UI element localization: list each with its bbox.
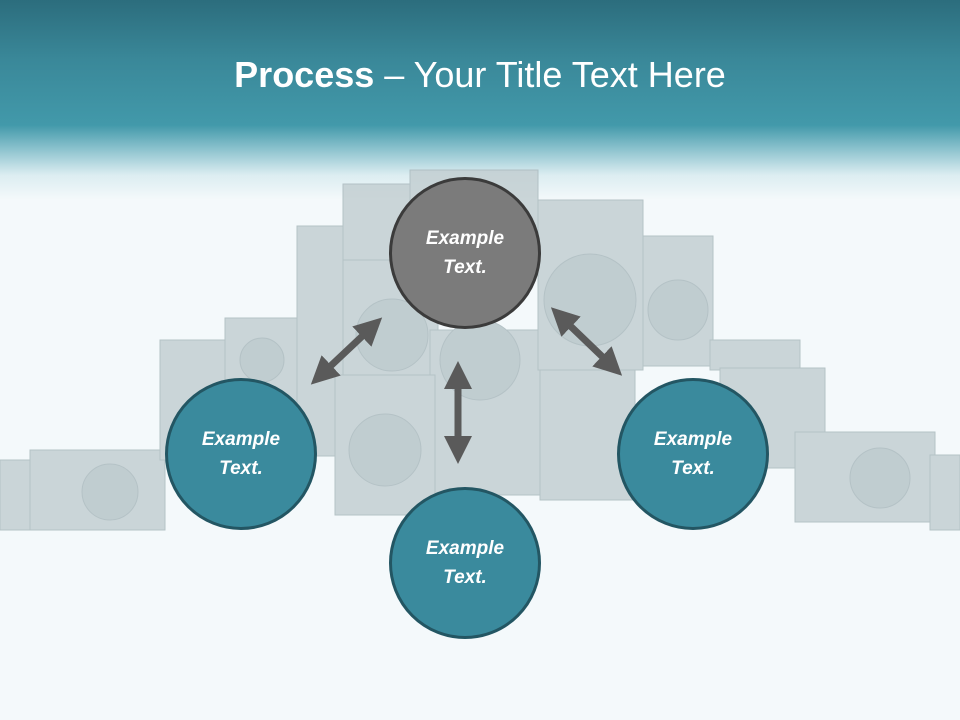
node-bottom-label: Example Text. <box>425 538 505 588</box>
header-band <box>0 0 960 200</box>
title-rest: Your Title Text Here <box>413 54 726 95</box>
node-left: Example Text. <box>165 378 317 530</box>
node-right-label: Example Text. <box>653 429 733 479</box>
slide-title: Process – Your Title Text Here <box>0 52 960 98</box>
node-bottom: Example Text. <box>389 487 541 639</box>
node-top: Example Text. <box>389 177 541 329</box>
double-arrow-diagonal-left <box>310 317 383 385</box>
node-top-label: Example Text. <box>425 228 505 278</box>
double-arrow-diagonal-right <box>550 307 623 376</box>
title-separator: – <box>374 54 414 95</box>
title-bold: Process <box>234 54 375 95</box>
node-right: Example Text. <box>617 378 769 530</box>
node-left-label: Example Text. <box>201 429 281 479</box>
